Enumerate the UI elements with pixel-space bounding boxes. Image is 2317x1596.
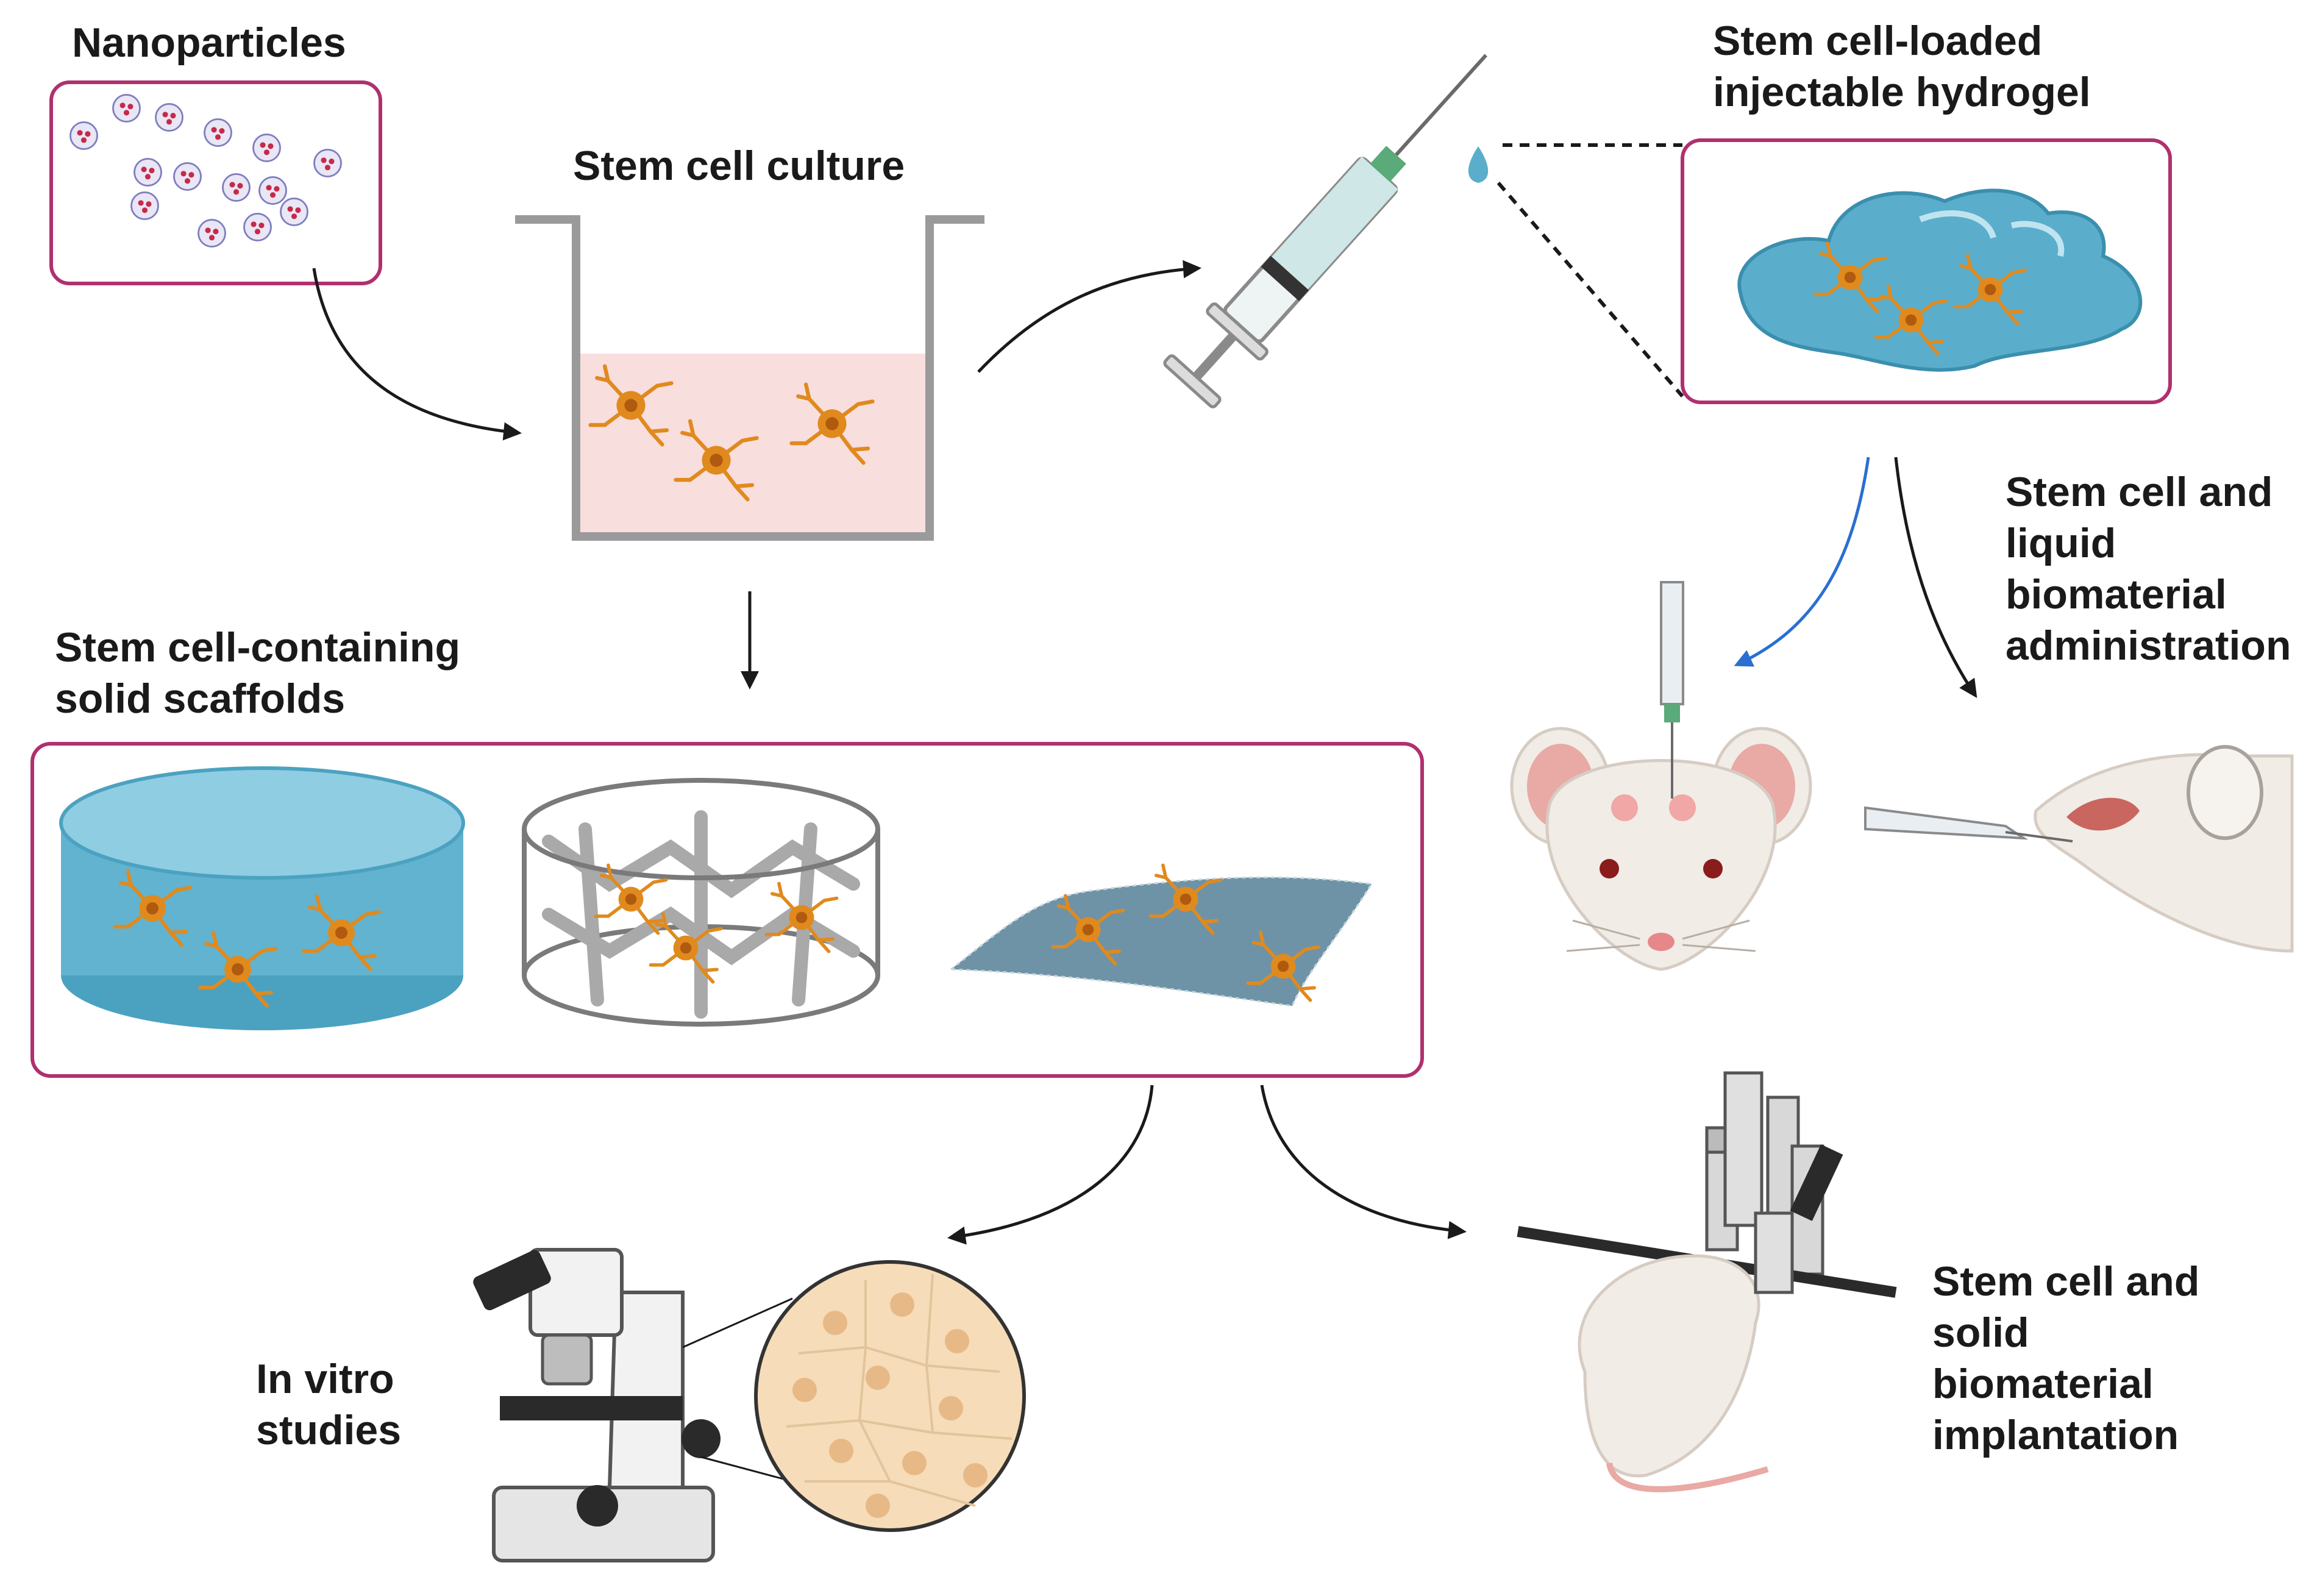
label-stem-cell-culture-text: Stem cell culture [573, 143, 905, 189]
arrow-scaffolds-to-invitro [947, 1085, 1154, 1245]
label-in-vitro-line-1: In vitro [256, 1356, 394, 1402]
label-solid-implant-line-1: Stem cell and [1932, 1258, 2200, 1305]
label-in-vitro-line-2: studies [256, 1407, 402, 1453]
nanoparticles-box [49, 80, 382, 285]
label-solid-implant-line-2: solid [1932, 1309, 2029, 1356]
microscope [473, 1248, 721, 1562]
label-hydrogel: Stem cell-loaded injectable hydrogel [1713, 15, 2231, 118]
label-solid-implant: Stem cell and solid biomaterial implanta… [1932, 1256, 2249, 1461]
label-nanoparticles-text: Nanoparticles [72, 20, 346, 66]
arrow-culture-to-syringe [977, 260, 1201, 373]
label-nanoparticles: Nanoparticles [72, 17, 438, 68]
zoom-line-bottom [1497, 182, 1684, 397]
label-liquid-admin-line-1: Stem cell and [2006, 469, 2273, 515]
mouse-injection [1510, 581, 1812, 971]
zoom-line-micro-bottom [700, 1456, 793, 1483]
arrow-np-to-culture [312, 268, 522, 441]
cell-zoom-circle [754, 1260, 1026, 1532]
label-solid-implant-line-3: biomaterial [1932, 1361, 2154, 1407]
culture-well [515, 215, 984, 541]
hydrogel-box [1681, 138, 2172, 404]
label-solid-scaffolds-line-1: Stem cell-containing [55, 624, 460, 671]
stereotaxic-rat [1517, 1071, 1897, 1492]
zoom-line-micro-top [682, 1297, 793, 1348]
label-stem-cell-culture: Stem cell culture [573, 140, 1000, 191]
mouse-side-liquid [1864, 745, 2294, 953]
arrow-scaffolds-to-implant [1260, 1085, 1467, 1239]
label-liquid-admin-line-3: biomaterial [2006, 571, 2227, 618]
label-solid-scaffolds-line-2: solid scaffolds [55, 675, 346, 722]
label-in-vitro: In vitro studies [256, 1353, 469, 1456]
arrow-hydrogel-to-liquid [1894, 457, 1977, 698]
label-liquid-admin: Stem cell and liquid biomaterial adminis… [2006, 466, 2316, 671]
label-solid-scaffolds: Stem cell-containing solid scaffolds [55, 622, 603, 724]
label-hydrogel-line-1: Stem cell-loaded [1713, 18, 2043, 64]
arrow-hydrogel-to-injection [1734, 457, 1870, 667]
droplet [1468, 146, 1489, 183]
scaffolds-box [30, 742, 1424, 1078]
label-liquid-admin-line-4: administration [2006, 622, 2291, 669]
syringe-top [1163, 54, 1487, 408]
label-hydrogel-line-2: injectable hydrogel [1713, 69, 2091, 115]
label-liquid-admin-line-2: liquid [2006, 520, 2116, 566]
label-solid-implant-line-4: implantation [1932, 1412, 2179, 1458]
